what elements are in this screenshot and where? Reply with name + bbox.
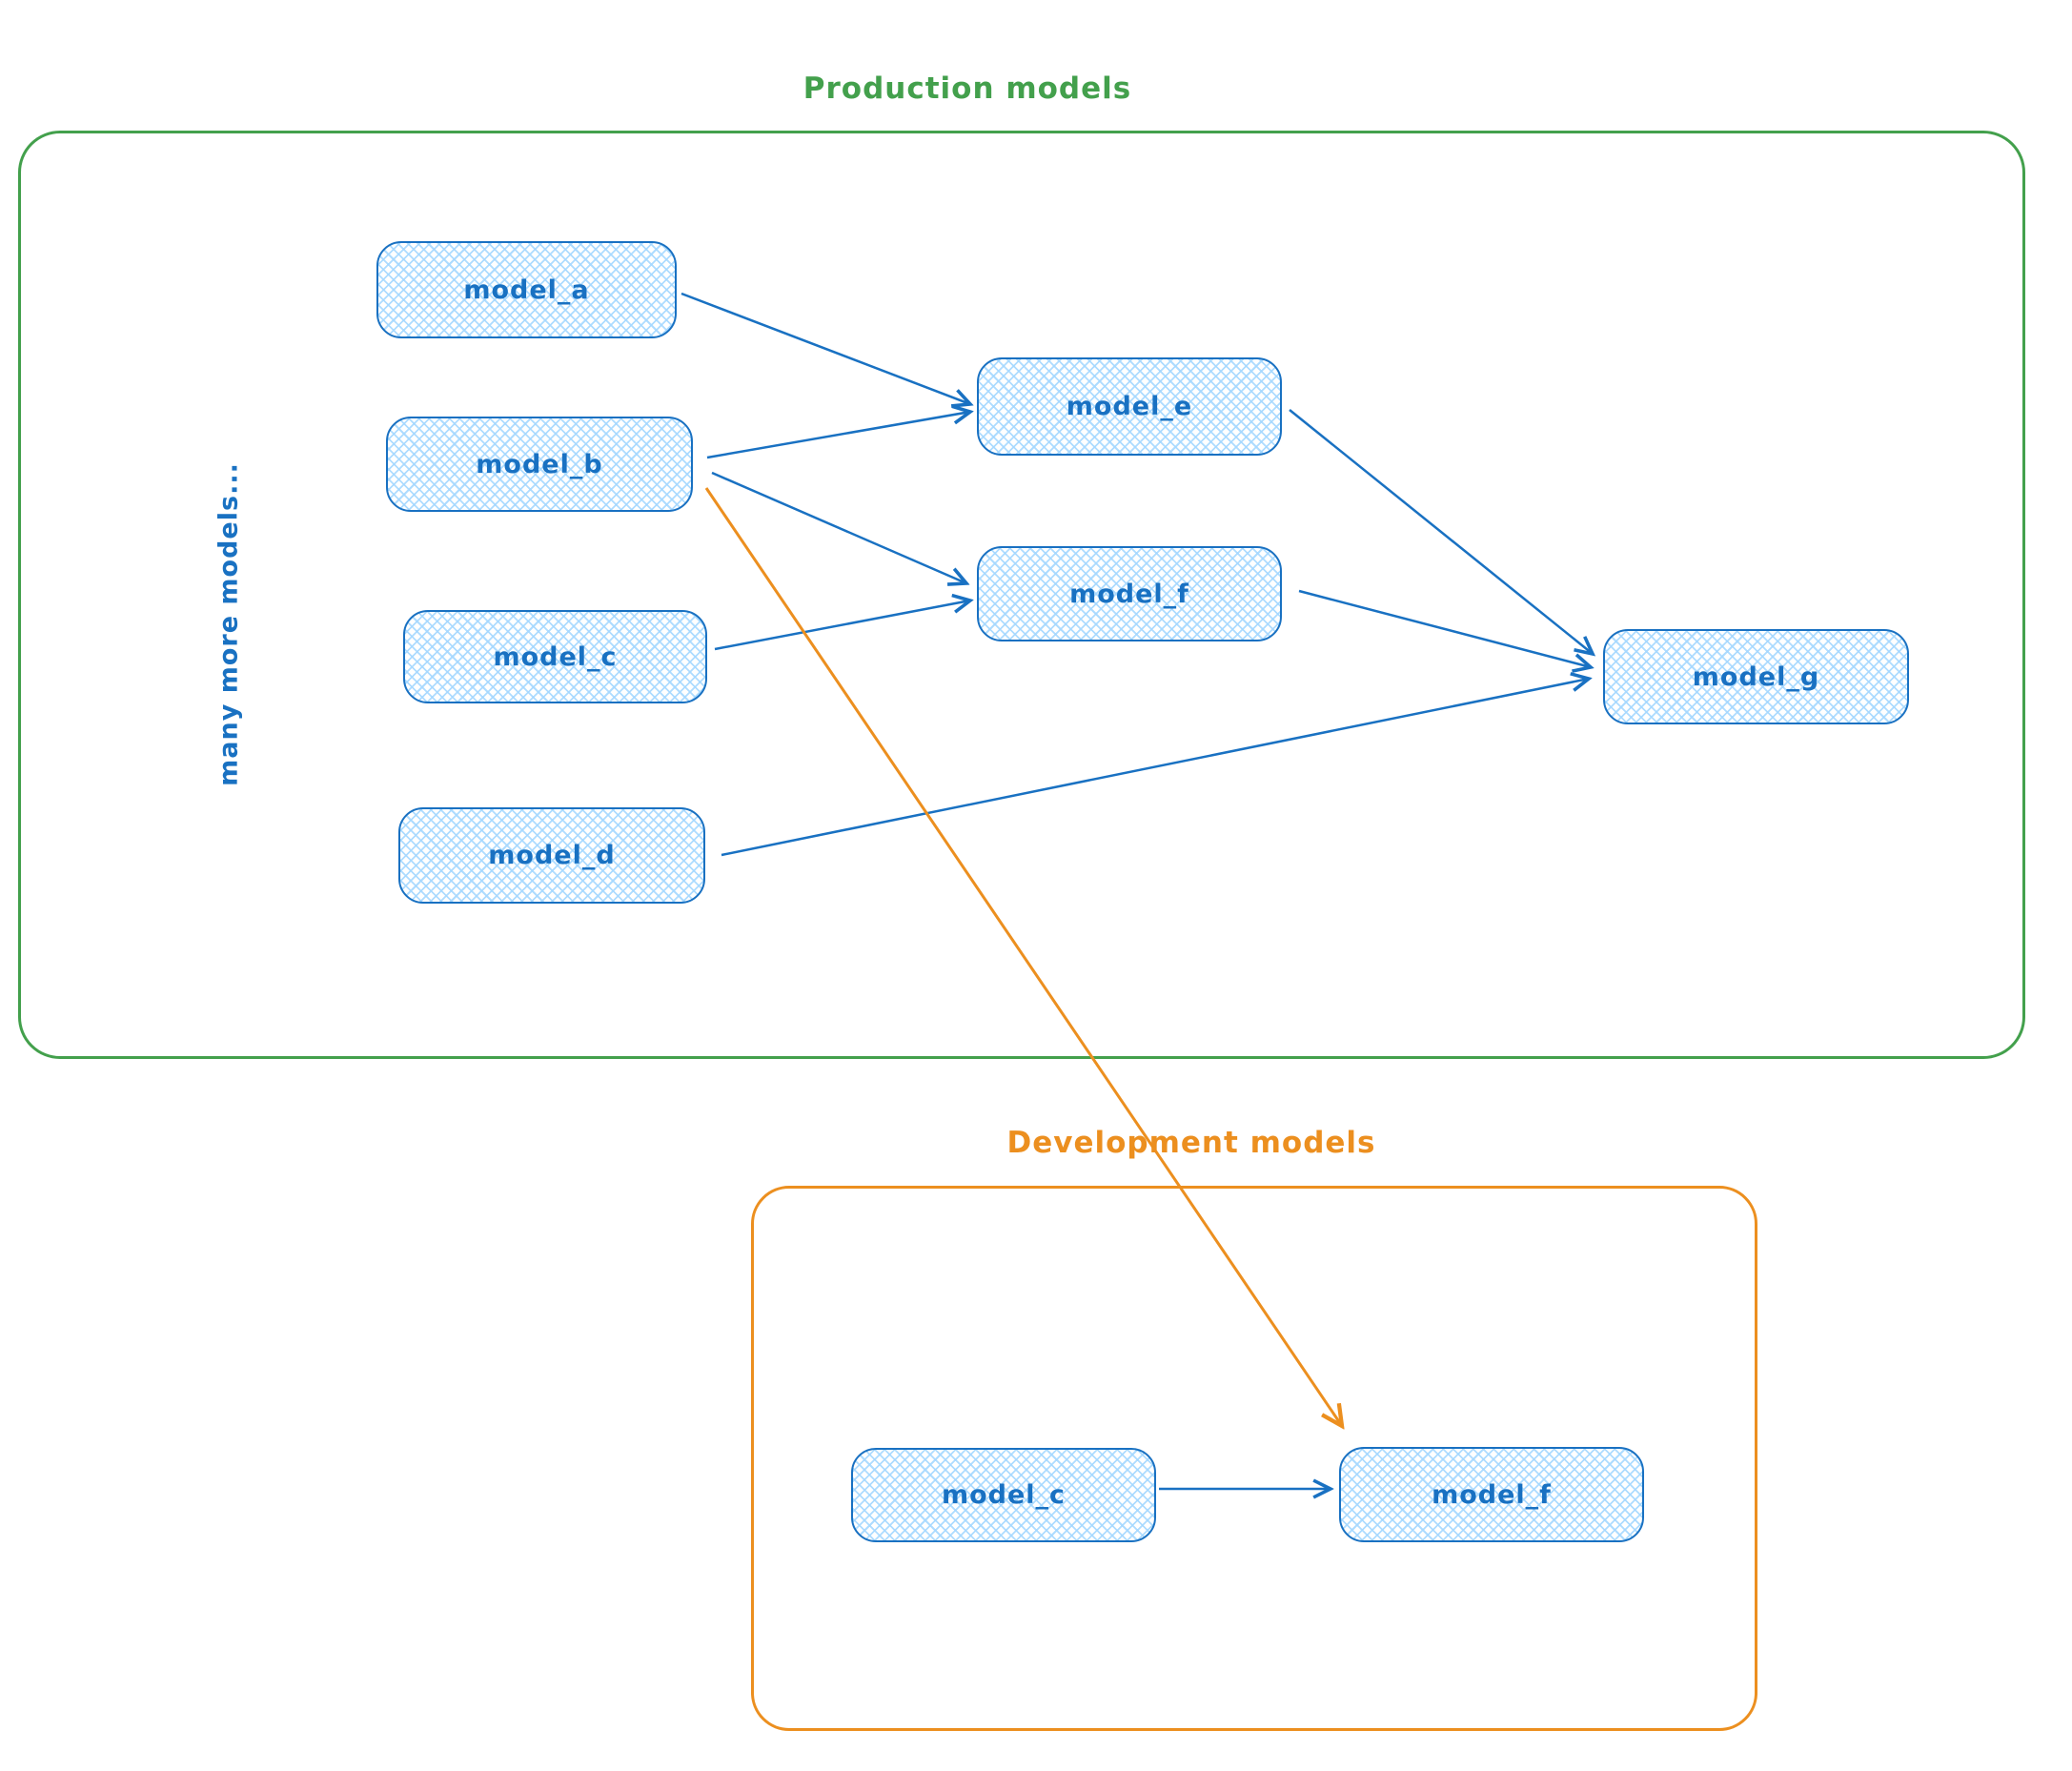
node-model-e: model_e — [977, 357, 1282, 456]
node-model-b: model_b — [386, 417, 693, 512]
node-model-d-label: model_d — [488, 841, 616, 870]
node-model-f: model_f — [977, 546, 1282, 641]
node-model-e-label: model_e — [1066, 392, 1193, 421]
node-model-f-dev-label: model_f — [1432, 1479, 1552, 1510]
many-more-models-note: many more models... — [213, 462, 244, 786]
node-model-f-label: model_f — [1069, 579, 1189, 609]
node-model-c-label: model_c — [493, 641, 618, 672]
node-model-c-dev-label: model_c — [941, 1480, 1066, 1510]
node-model-a: model_a — [376, 241, 677, 338]
node-model-f-dev: model_f — [1339, 1447, 1644, 1542]
node-model-c-dev: model_c — [851, 1448, 1156, 1542]
node-model-b-label: model_b — [476, 449, 603, 479]
node-model-d: model_d — [398, 807, 705, 904]
node-model-a-label: model_a — [463, 275, 590, 305]
node-model-g: model_g — [1603, 629, 1909, 724]
production-frame-title: Production models — [802, 71, 1132, 106]
development-frame-title: Development models — [1006, 1126, 1376, 1160]
node-model-c: model_c — [403, 610, 707, 703]
node-model-g-label: model_g — [1692, 662, 1820, 692]
